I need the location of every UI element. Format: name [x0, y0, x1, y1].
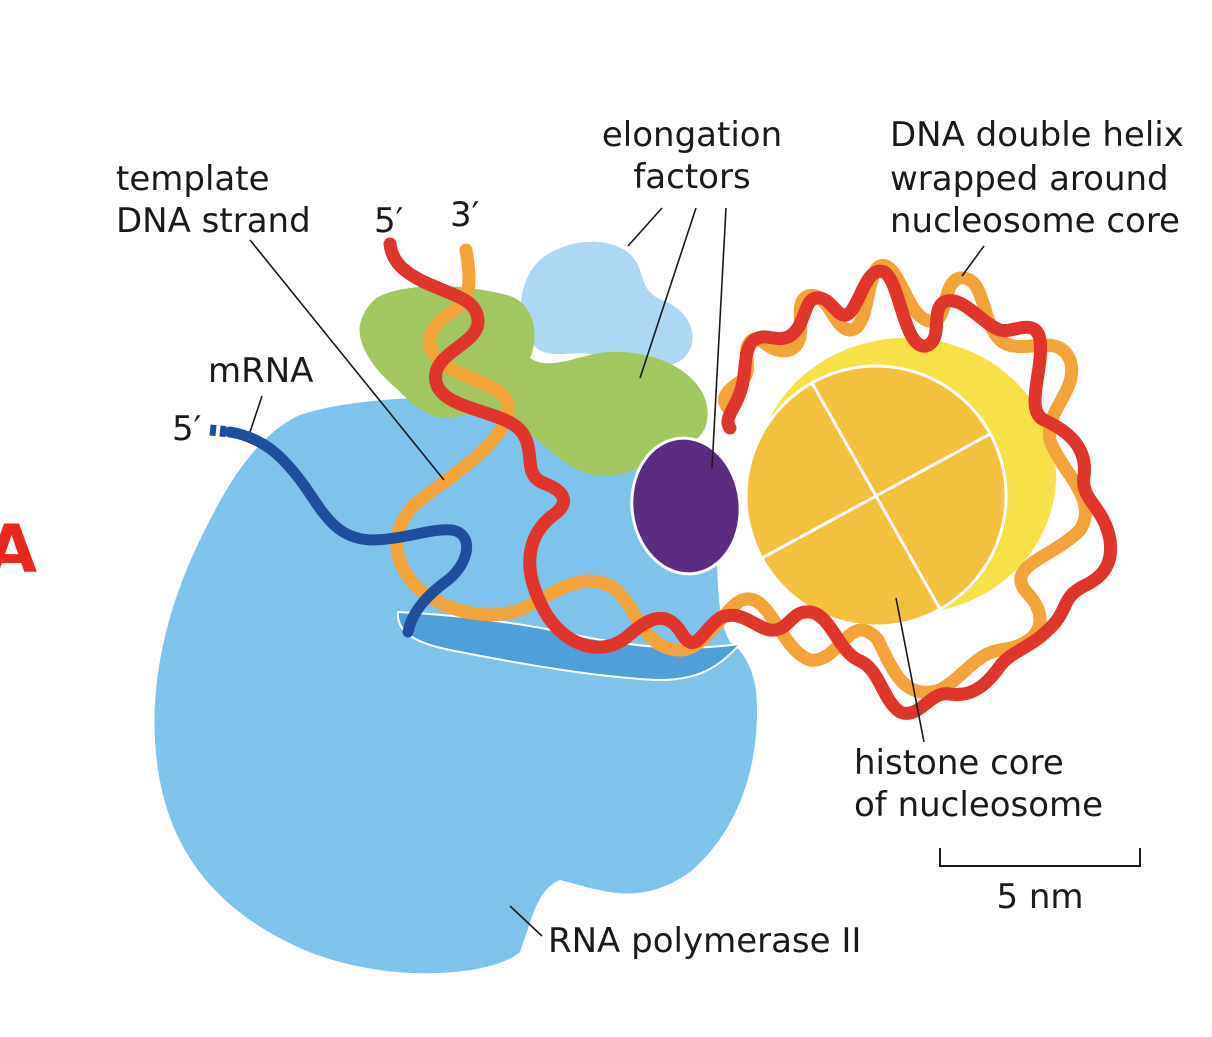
label-elongation-line2: factors — [633, 157, 750, 197]
label-scale: 5 nm — [996, 877, 1083, 917]
label-elongation-line1: elongation — [602, 115, 782, 155]
polymerase-dna-channel — [396, 610, 743, 682]
rna-polymerase-ii — [154, 397, 757, 974]
leader-elongation-light — [627, 207, 663, 247]
label-mrna: mRNA — [208, 351, 313, 391]
leader-elongation-green — [639, 207, 697, 379]
label-five-prime-mrna: 5′ — [172, 409, 201, 449]
elongation-factor-purple — [630, 436, 742, 576]
label-template-line1: template — [116, 159, 269, 199]
leader-helix — [961, 245, 985, 277]
label-helix-line3: nucleosome core — [890, 201, 1180, 241]
elongation-factor-light-blue — [520, 241, 693, 368]
label-helix-line1: DNA double helix — [890, 115, 1184, 155]
label-three-prime-top: 3′ — [450, 195, 479, 235]
label-template-line2: DNA strand — [116, 201, 311, 241]
leader-elongation-purple — [711, 207, 727, 469]
histone-core — [744, 364, 1008, 628]
leader-polymerase — [509, 905, 543, 937]
mrna-dashed-end — [209, 424, 231, 438]
label-histone-line2: of nucleosome — [854, 785, 1103, 825]
coding-dna-strand — [383, 237, 1118, 720]
panel-letter: A — [0, 511, 37, 588]
label-five-prime-top: 5′ — [374, 201, 403, 241]
label-polymerase: RNA polymerase II — [548, 921, 861, 961]
elongation-factor-green — [359, 286, 708, 476]
leader-mrna — [249, 395, 263, 433]
scale-bar — [939, 848, 1141, 867]
leader-template — [249, 239, 445, 481]
mrna-strand — [224, 426, 473, 638]
leader-histone — [895, 597, 925, 743]
label-helix-line2: wrapped around — [890, 159, 1169, 199]
label-histone-line1: histone core — [854, 743, 1064, 783]
